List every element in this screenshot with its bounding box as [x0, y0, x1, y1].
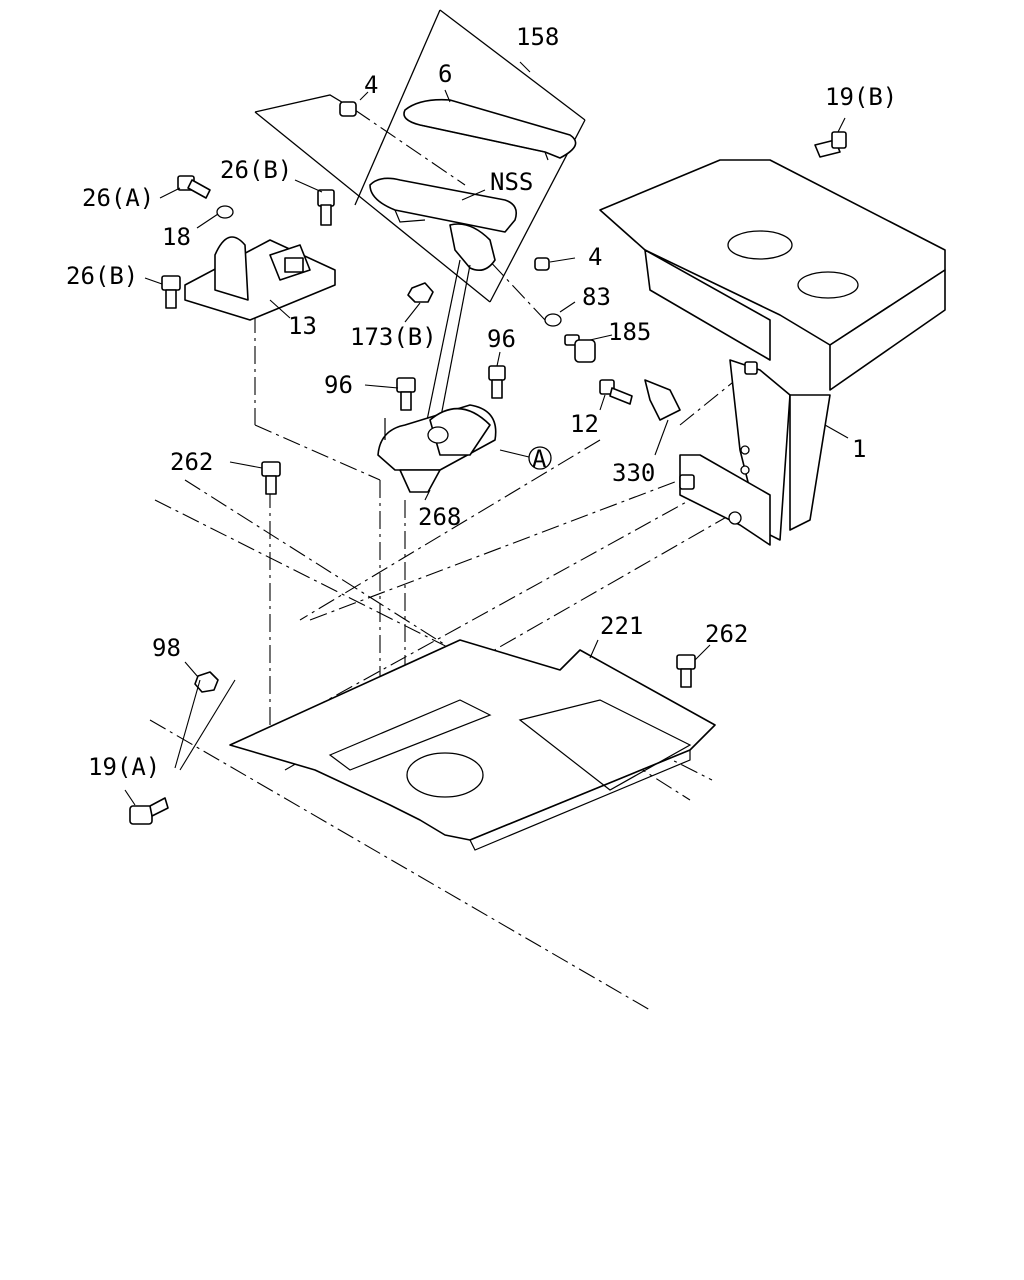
label-6: 6 [438, 60, 452, 88]
label-13: 13 [288, 312, 317, 340]
label-173b: 173(B) [350, 323, 437, 351]
cover-part-6 [403, 98, 577, 161]
label-268: 268 [418, 503, 461, 531]
label-19b: 19(B) [825, 83, 897, 111]
leader-lines [124, 61, 849, 806]
label-158: 158 [516, 23, 559, 51]
frame-part-1 [599, 159, 946, 546]
label-12: 12 [570, 410, 599, 438]
callout-labels: 158 4 6 19(B) 26(A) 26(B) NSS 18 4 26(B)… [66, 23, 897, 781]
label-19a: 19(A) [88, 753, 160, 781]
label-4-top: 4 [364, 71, 378, 99]
plate-part-221 [229, 639, 716, 851]
label-221: 221 [600, 612, 643, 640]
label-a: A [532, 445, 547, 473]
label-98: 98 [152, 634, 181, 662]
fasteners [129, 101, 847, 825]
label-262-top: 262 [170, 448, 213, 476]
label-nss: NSS [490, 168, 533, 196]
label-330: 330 [612, 459, 655, 487]
label-26a: 26(A) [82, 184, 154, 212]
lever-housing [369, 177, 518, 433]
callout-circle-a [528, 446, 552, 470]
mount-part-268 [377, 404, 552, 493]
label-185: 185 [608, 318, 651, 346]
label-26b-left: 26(B) [66, 262, 138, 290]
label-26b-top: 26(B) [220, 156, 292, 184]
label-4-right: 4 [588, 243, 602, 271]
label-96-right: 96 [487, 325, 516, 353]
label-96-left: 96 [324, 371, 353, 399]
label-83: 83 [582, 283, 611, 311]
label-262-right: 262 [705, 620, 748, 648]
bracket-part-13 [184, 236, 336, 321]
label-1: 1 [852, 435, 866, 463]
label-18: 18 [162, 223, 191, 251]
